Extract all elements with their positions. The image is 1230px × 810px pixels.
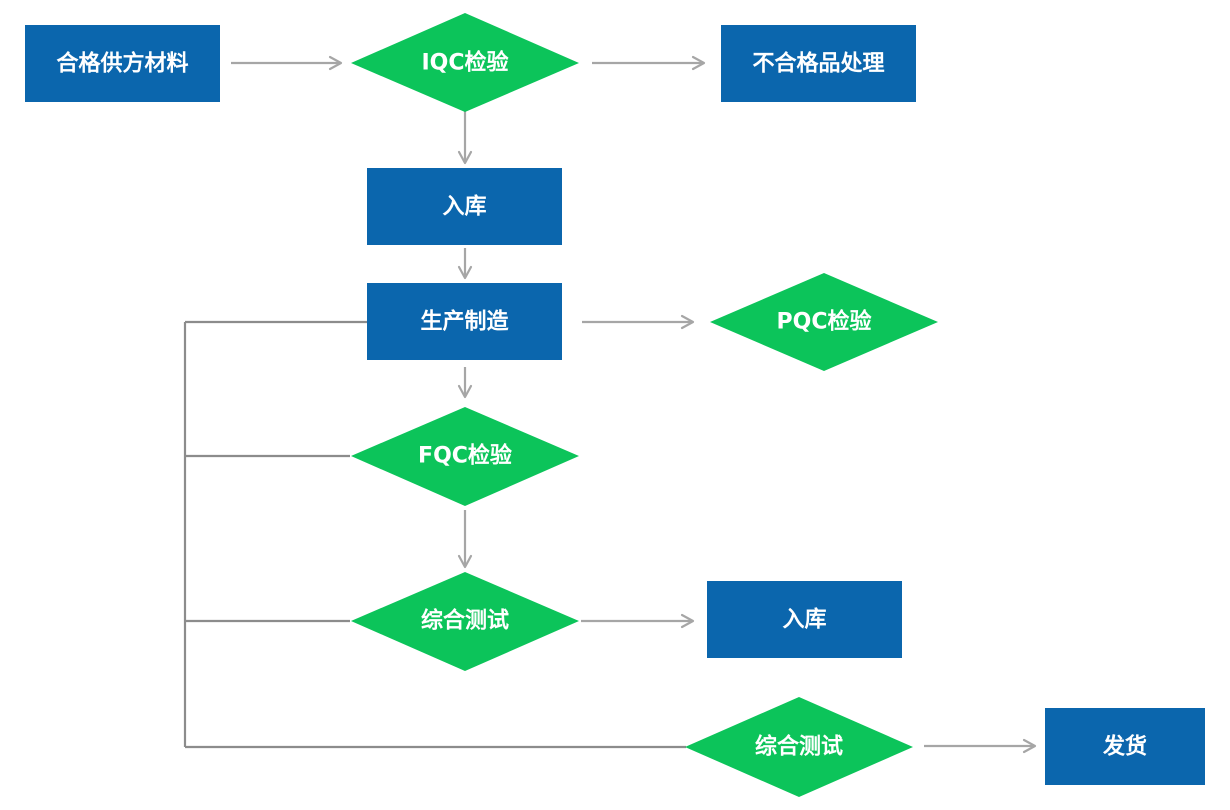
svg-text:PQC检验: PQC检验 [777, 309, 872, 335]
edge-test-2-to-shipping [924, 738, 1037, 754]
edge-iqc-to-warehouse-1 [457, 111, 473, 165]
svg-text:发货: 发货 [1102, 734, 1147, 760]
node-integrated-test-1: 综合测试 [351, 572, 579, 671]
node-supplier-material: 合格供方材料 [25, 25, 220, 102]
edge-test-1-to-warehouse-2 [581, 613, 695, 629]
svg-text:入库: 入库 [442, 195, 486, 220]
edge-manufacturing-to-fqc [457, 367, 473, 399]
node-warehouse-in-1: 入库 [367, 168, 562, 245]
node-warehouse-in-2: 入库 [707, 581, 902, 658]
edge-manufacturing-to-pqc [582, 314, 695, 330]
edge-warehouse-1-to-manufacturing [457, 248, 473, 280]
svg-text:入库: 入库 [782, 608, 826, 633]
node-pqc-inspection: PQC检验 [710, 273, 938, 371]
edge-iqc-to-nonconforming [592, 55, 706, 71]
svg-text:FQC检验: FQC检验 [418, 443, 512, 469]
node-shipping: 发货 [1045, 708, 1205, 785]
svg-text:不合格品处理: 不合格品处理 [752, 51, 884, 77]
edge-fqc-to-test-1 [457, 510, 473, 569]
node-fqc-inspection: FQC检验 [351, 407, 579, 506]
svg-text:合格供方材料: 合格供方材料 [56, 51, 188, 77]
node-nonconforming-handling: 不合格品处理 [721, 25, 916, 102]
node-integrated-test-2: 综合测试 [685, 697, 913, 797]
svg-text:综合测试: 综合测试 [421, 608, 509, 634]
svg-text:生产制造: 生产制造 [420, 310, 508, 335]
svg-text:IQC检验: IQC检验 [421, 50, 508, 76]
node-iqc-inspection: IQC检验 [351, 13, 579, 112]
side-trunk [183, 320, 686, 749]
edge-supplier-to-iqc [231, 55, 343, 71]
node-manufacturing: 生产制造 [367, 283, 562, 360]
svg-text:综合测试: 综合测试 [755, 734, 843, 760]
